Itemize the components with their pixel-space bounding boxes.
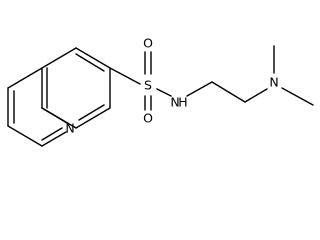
bond <box>41 107 77 129</box>
chemical-structure: N S O O N H N <box>0 0 320 148</box>
bond <box>41 131 67 147</box>
amide-hydrogen-label: H <box>178 95 187 110</box>
sulfur-label: S <box>144 78 152 93</box>
bond <box>75 53 105 72</box>
amide-nitrogen-label: N <box>170 95 179 110</box>
bond <box>186 81 213 97</box>
bond <box>78 104 105 121</box>
bond <box>41 127 63 141</box>
ring-nitrogen-label: N <box>65 121 74 136</box>
bond <box>7 67 43 89</box>
oxygen-top-label: O <box>143 36 153 51</box>
bond <box>109 67 141 85</box>
bond <box>244 88 268 103</box>
bond <box>75 47 111 69</box>
background <box>0 0 320 148</box>
bond <box>7 125 43 147</box>
bond <box>41 47 77 69</box>
bond <box>211 81 246 103</box>
bond <box>156 88 172 97</box>
benzene-ring <box>41 47 111 129</box>
oxygen-bottom-label: O <box>143 111 153 126</box>
bond <box>281 87 314 106</box>
bond <box>75 107 111 129</box>
amine-nitrogen-label: N <box>269 75 278 90</box>
side-chain <box>109 45 314 111</box>
